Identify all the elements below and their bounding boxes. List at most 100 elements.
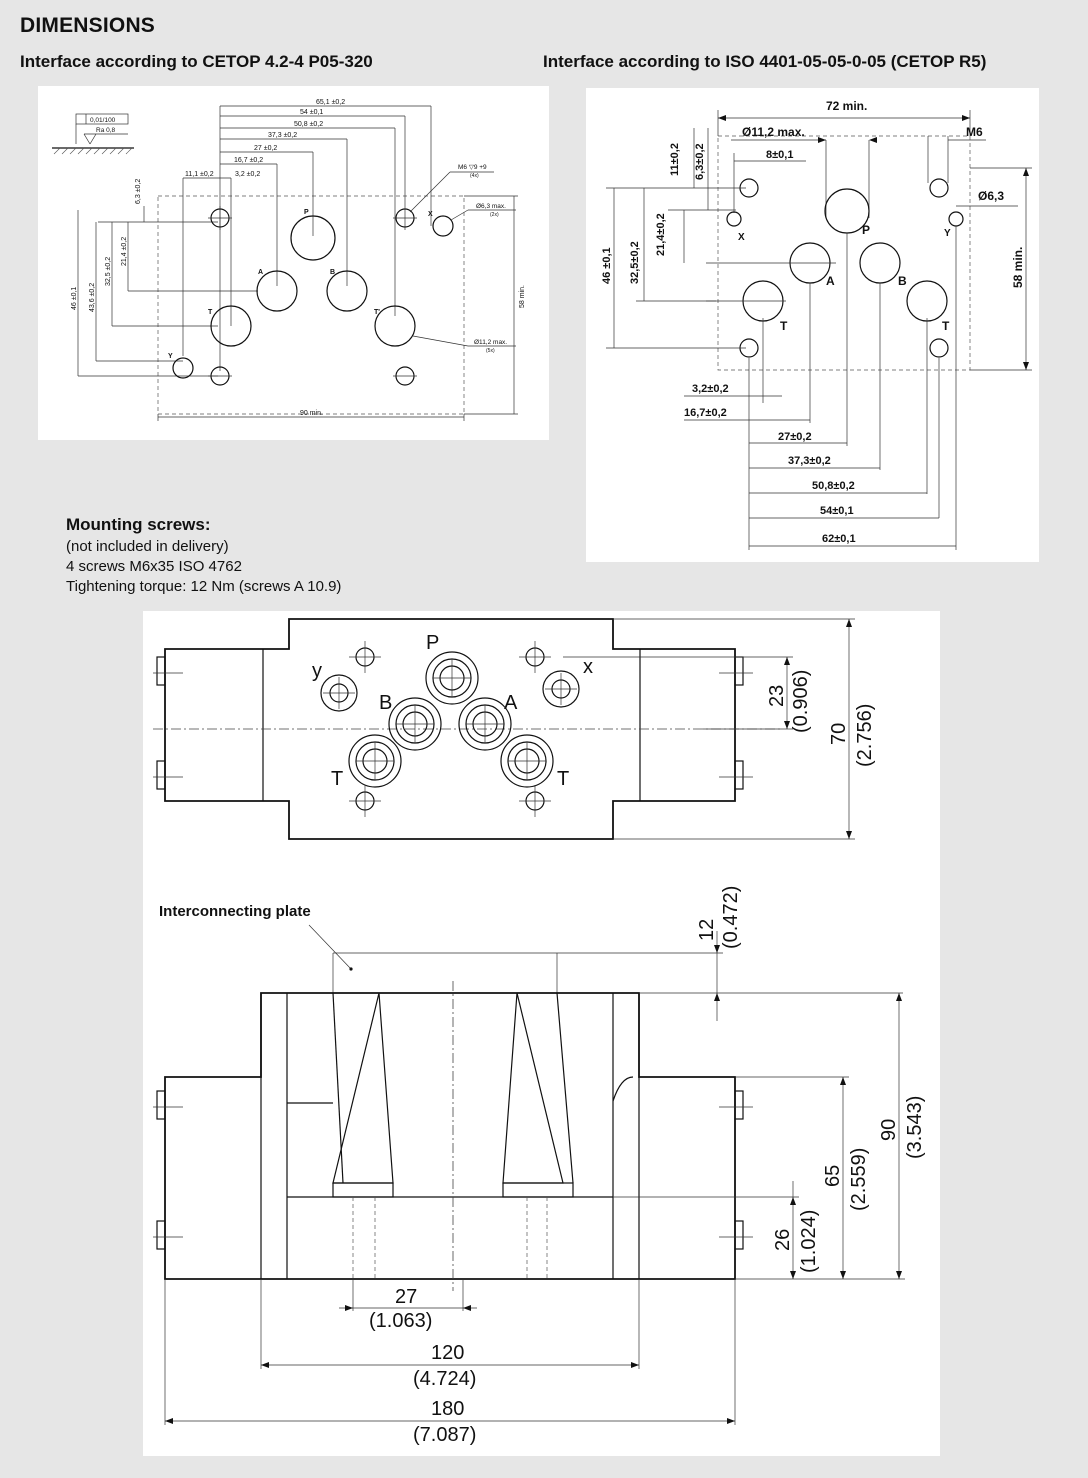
iso-holes <box>706 178 964 358</box>
iso-dim-8: 8±0,1 <box>766 149 793 161</box>
page-heading: DIMENSIONS <box>20 14 156 37</box>
m6-count: (4x) <box>470 173 479 179</box>
x-hole-count: (2x) <box>490 212 499 218</box>
dim-26: 26 <box>772 1229 794 1251</box>
valve-body-svg: P y x B A T T 23 (0.906) 70 (2.756) Inte… <box>153 618 926 1446</box>
iso-dim-27: 27±0,2 <box>778 431 812 443</box>
iso-dim-62: 62±0,1 <box>822 533 856 545</box>
iso-interface-drawing: 72 min. Ø11,2 max. M6 8±0,1 P A B T T X … <box>586 88 1039 562</box>
width-min-label: 90 min. <box>300 410 323 417</box>
valve-port-p: P <box>426 632 439 654</box>
x-hole-note: Ø6,3 max. <box>476 203 506 210</box>
mounting-line-3: Tightening torque: 12 Nm (screws A 10.9) <box>66 578 342 595</box>
valve-port-t-right: T <box>557 768 569 790</box>
dim-27: 27 ±0,2 <box>254 145 277 152</box>
dim-12-inch: (0.472) <box>720 886 742 949</box>
dim-27-inch: (1.063) <box>369 1310 432 1332</box>
dim-65: 65 <box>822 1165 844 1187</box>
valve-port-x: x <box>583 656 593 678</box>
dim-21-4: 21,4 ±0,2 <box>121 237 128 266</box>
iso-port-b: B <box>898 274 907 288</box>
valve-port-y: y <box>312 660 322 682</box>
horizontal-dimensions: 65,1 ±0,2 54 ±0,1 50,8 ±0,2 37,3 ±0,2 27… <box>182 99 432 371</box>
iso-dim-11: 11±0,2 <box>669 143 681 176</box>
dim-11-1: 11,1 ±0,2 <box>185 171 214 178</box>
dim-70: 70 <box>828 723 850 745</box>
valve-port-b: B <box>379 692 392 714</box>
iso-port-t2: T <box>942 319 950 333</box>
dim-90-inch: (3.543) <box>904 1096 926 1159</box>
iso-x-hole: Ø6,3 <box>978 189 1004 203</box>
dim-16-7: 16,7 ±0,2 <box>234 157 263 164</box>
iso-height-min: 58 min. <box>1011 247 1025 288</box>
iso-dim-21-4: 21,4±0,2 <box>655 213 667 256</box>
port-t: T <box>208 309 213 316</box>
dim-90: 90 <box>878 1119 900 1141</box>
iso-port-x: X <box>738 232 745 243</box>
dim-120-inch: (4.724) <box>413 1368 476 1390</box>
iso-port-y: Y <box>944 228 951 239</box>
port-b: B <box>330 269 335 276</box>
port-hole-note: Ø11,2 max. <box>474 339 507 346</box>
cetop-port-labels: P A B T T' X Y <box>168 209 433 360</box>
m6-note: M6 ▽9 +9 <box>458 164 487 171</box>
dim-70-inch: (2.756) <box>854 704 876 767</box>
port-t-prime: T' <box>374 309 380 316</box>
dim-27: 27 <box>395 1286 417 1308</box>
iso-dim-37-3: 37,3±0,2 <box>788 455 831 467</box>
mounting-surface-outline <box>157 195 465 415</box>
side-view <box>153 952 753 1291</box>
top-view-port-labels: P y x B A T T <box>312 632 593 790</box>
dim-120: 120 <box>431 1342 464 1364</box>
dim-37-3: 37,3 ±0,2 <box>268 132 297 139</box>
iso-dim-16-7: 16,7±0,2 <box>684 407 727 419</box>
roughness-label: Ra 0,8 <box>96 127 116 134</box>
flatness-label: 0,01/100 <box>90 117 116 124</box>
iso-dim-3-2: 3,2±0,2 <box>692 383 729 395</box>
valve-body-drawing: P y x B A T T 23 (0.906) 70 (2.756) Inte… <box>143 611 940 1456</box>
iso-dim-54: 54±0,1 <box>820 505 854 517</box>
height-min-label: 58 min. <box>519 285 526 308</box>
dim-32-5: 32,5 ±0,2 <box>105 257 112 286</box>
dim-65-1: 65,1 ±0,2 <box>316 99 345 106</box>
port-y: Y <box>168 353 173 360</box>
cetop-interface-drawing: 0,01/100 Ra 0,8 65,1 ±0,2 54 ±0,1 50,8 ±… <box>38 86 549 440</box>
vertical-dimensions: 6,3 ±0,2 21,4 ±0,2 32,5 ±0,2 43,6 ±0,2 4… <box>71 179 258 377</box>
iso-port-a: A <box>826 274 835 288</box>
dim-180-inch: (7.087) <box>413 1424 476 1446</box>
port-p: P <box>304 209 309 216</box>
dim-23-inch: (0.906) <box>790 670 812 733</box>
mounting-screws-title: Mounting screws: <box>66 515 211 534</box>
dim-6-3: 6,3 ±0,2 <box>135 179 142 204</box>
dim-43-6: 43,6 ±0,2 <box>89 283 96 312</box>
iso-port-hole: Ø11,2 max. <box>742 125 805 139</box>
iso-dim-46: 46 ±0,1 <box>601 247 613 284</box>
dim-65-inch: (2.559) <box>848 1148 870 1211</box>
port-x: X <box>428 211 433 218</box>
dim-50-8: 50,8 ±0,2 <box>294 121 323 128</box>
iso-drawing-svg: 72 min. Ø11,2 max. M6 8±0,1 P A B T T X … <box>601 99 1032 550</box>
iso-horizontal-dimensions: 3,2±0,2 16,7±0,2 27±0,2 37,3±0,2 50,8±0,… <box>684 226 957 550</box>
dim-180: 180 <box>431 1398 464 1420</box>
valve-port-t-left: T <box>331 768 343 790</box>
dim-3-2: 3,2 ±0,2 <box>235 171 260 178</box>
port-a: A <box>258 269 263 276</box>
dim-54: 54 ±0,1 <box>300 109 323 116</box>
mounting-line-1: (not included in delivery) <box>66 538 229 555</box>
valve-port-a: A <box>504 692 518 714</box>
dim-46: 46 ±0,1 <box>71 287 78 310</box>
surface-finish-symbol: 0,01/100 Ra 0,8 <box>52 113 134 155</box>
left-panel-title: Interface according to CETOP 4.2-4 P05-3… <box>20 52 373 71</box>
cetop-holes <box>172 206 454 386</box>
top-view <box>153 618 783 840</box>
iso-port-p: P <box>862 223 870 237</box>
mounting-line-2: 4 screws M6x35 ISO 4762 <box>66 558 242 575</box>
interconnecting-plate-label: Interconnecting plate <box>159 903 311 920</box>
dim-26-inch: (1.024) <box>798 1210 820 1273</box>
cetop-notes: M6 ▽9 +9 (4x) Ø6,3 max. (2x) Ø11,2 max. … <box>409 164 516 354</box>
right-panel-title: Interface according to ISO 4401-05-05-0-… <box>543 52 987 71</box>
iso-vertical-dimensions: 11±0,2 6,3±0,2 21,4±0,2 32,5±0,2 46 ±0,1 <box>601 128 746 349</box>
iso-port-labels: P A B T T X Y <box>738 223 951 333</box>
dim-23: 23 <box>766 685 788 707</box>
iso-dim-50-8: 50,8±0,2 <box>812 480 855 492</box>
